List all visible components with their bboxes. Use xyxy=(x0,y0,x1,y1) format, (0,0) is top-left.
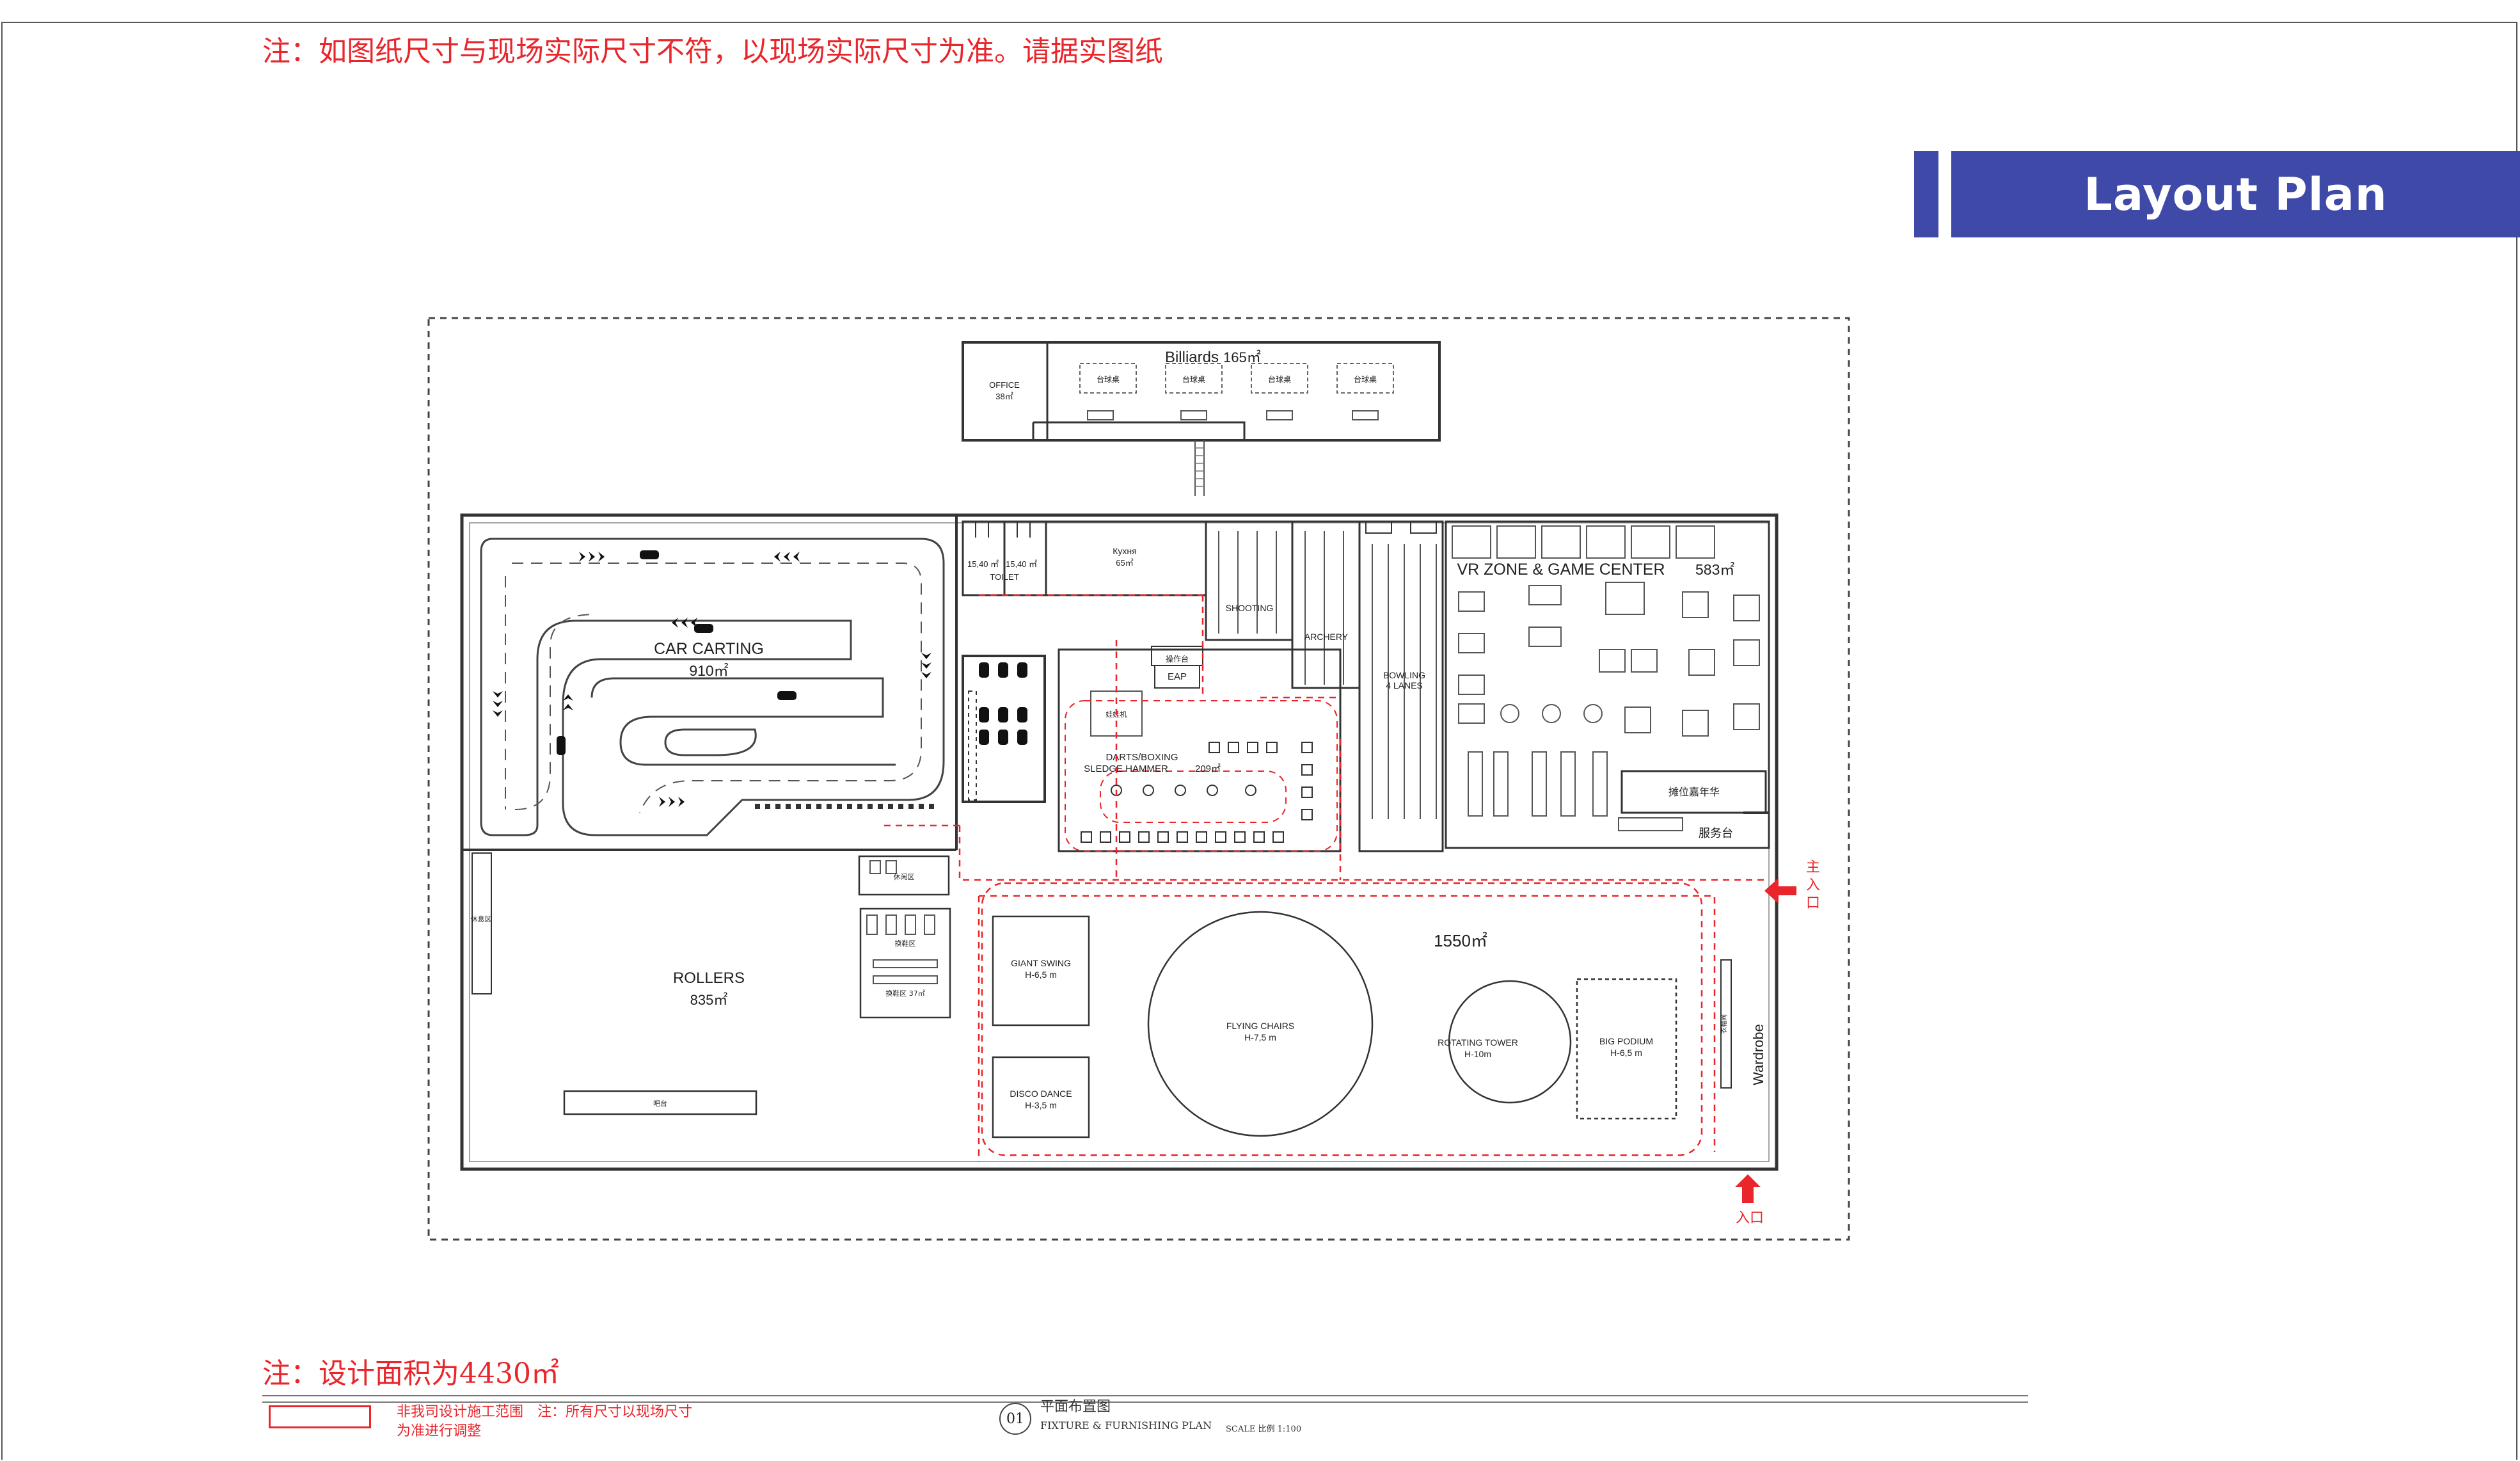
service-desk-label: 服务台 xyxy=(1699,827,1733,840)
side-entrance-arrow xyxy=(1735,1174,1761,1203)
sheet-number: 01 xyxy=(999,1403,1031,1435)
flying-chairs-height: H-7,5 m xyxy=(1244,1032,1276,1042)
bowling-label: BOWLING xyxy=(1383,670,1425,680)
toilet-area-left: 15,40 ㎡ xyxy=(967,559,999,569)
rollers-counter-label: 吧台 xyxy=(653,1099,667,1108)
amusement-rides xyxy=(992,911,1732,1138)
rollers-label: ROLLERS xyxy=(673,970,745,987)
car-carting-area: 910㎡ xyxy=(689,662,728,679)
car-carting-label: CAR CARTING xyxy=(654,640,764,658)
carnival-booths-label: 摊位嘉年华 xyxy=(1668,786,1720,798)
toilet-label: TOILET xyxy=(990,572,1018,582)
giant-swing-height: H-6,5 m xyxy=(1025,970,1057,980)
darts-boxing-zone xyxy=(1058,646,1342,852)
big-podium-height: H-6,5 m xyxy=(1610,1048,1642,1058)
dimension-disclaimer-note: 注：如图纸尺寸与现场实际尺寸不符，以现场实际尺寸为准。请据实图纸 xyxy=(262,35,1163,68)
out-of-scope-legend-text: 非我司设计施工范围 注：所有尺寸以现场尺寸为准进行调整 xyxy=(397,1404,693,1439)
wardrobe-label: Wardrobe xyxy=(1750,1024,1766,1085)
billiards-label: Billiards xyxy=(1165,349,1219,366)
title-accent-bar xyxy=(1914,151,1938,237)
wardrobe-small-label: 衣帽间 xyxy=(1720,1014,1728,1034)
billiards-area: 165㎡ xyxy=(1223,349,1261,365)
design-area-note: 注：设计面积为4430㎡ xyxy=(262,1357,559,1390)
billiard-table-label: 台球桌 xyxy=(1182,374,1205,384)
title-block-second-line xyxy=(262,1401,2028,1403)
giant-swing-label: GIANT SWING xyxy=(1011,958,1071,968)
shooting-archery-bowling xyxy=(1205,520,1444,852)
out-of-scope-legend-swatch xyxy=(269,1405,371,1428)
shoe-area-label: 换鞋区 xyxy=(895,939,916,948)
vr-zone-label: VR ZONE & GAME CENTER xyxy=(1457,561,1665,579)
site-boundary xyxy=(427,317,1850,1241)
kitchen-area: 65㎡ xyxy=(1116,558,1133,568)
operator-room-label: 操作台 xyxy=(1166,654,1189,664)
bowling-lanes: 4 LANES xyxy=(1386,680,1423,691)
billiard-table-label: 台球桌 xyxy=(1268,374,1291,384)
disco-dance-label: DISCO DANCE xyxy=(1010,1089,1072,1099)
rest-area-label: 休闲区 xyxy=(894,872,915,881)
darts-area: 209㎡ xyxy=(1195,763,1221,774)
amusement-area-label: 1550㎡ xyxy=(1434,931,1487,950)
layout-plan-title: Layout Plan xyxy=(1951,151,2520,237)
disco-dance-height: H-3,5 m xyxy=(1025,1100,1057,1110)
circulation-path xyxy=(883,594,1766,1162)
rollers-area: 835㎡ xyxy=(690,992,728,1008)
big-podium-label: BIG PODIUM xyxy=(1599,1036,1653,1046)
toilet-area-right: 15,40 ㎡ xyxy=(1006,559,1037,569)
darts-boxing-label: DARTS/BOXING xyxy=(1105,752,1178,763)
rotating-tower-height: H-10m xyxy=(1464,1049,1491,1059)
main-entrance-label: 主 xyxy=(1806,859,1820,875)
main-entrance-arrow xyxy=(1764,878,1796,904)
kart-garage xyxy=(962,655,1046,803)
shooting-label: SHOOTING xyxy=(1226,603,1274,613)
side-entrance-label: 入口 xyxy=(1736,1210,1764,1226)
office-label: OFFICE xyxy=(989,380,1020,390)
rollers-side-label: 休息区 xyxy=(471,914,492,923)
main-entrance-label: 入 xyxy=(1806,877,1820,893)
vr-zone xyxy=(1445,520,1770,849)
car-carting-track xyxy=(480,538,945,836)
sledge-hammer-label: SLEDGE HAMMER xyxy=(1084,763,1168,774)
title-block-top-line xyxy=(262,1395,2028,1396)
billiard-table-label: 台球桌 xyxy=(1354,374,1377,384)
eap-label: EAP xyxy=(1168,671,1187,682)
rental-area-label: 换鞋区 37㎡ xyxy=(885,989,925,998)
archery-label: ARCHERY xyxy=(1304,632,1349,642)
sheet-scale: SCALE 比例 1:100 xyxy=(1226,1425,1302,1434)
kitchen-label: Кухня xyxy=(1113,546,1136,556)
rollers-zone xyxy=(472,852,951,1115)
main-building-walls xyxy=(460,513,1779,1171)
billiards-block: 台球桌 台球桌 台球桌 台球桌 xyxy=(962,341,1441,496)
sheet-title-cn: 平面布置图 xyxy=(1040,1399,1111,1415)
main-entrance-label: 口 xyxy=(1806,895,1820,911)
toilet-kitchen-block xyxy=(962,520,1207,596)
sheet-title-en: FIXTURE & FURNISHING PLAN xyxy=(1040,1419,1212,1432)
rotating-tower-label: ROTATING TOWER xyxy=(1438,1037,1518,1048)
vr-zone-area: 583㎡ xyxy=(1695,561,1734,578)
office-area: 38㎡ xyxy=(995,392,1013,401)
billiard-table-label: 台球桌 xyxy=(1097,374,1120,384)
drawing-frame xyxy=(1,22,2517,1460)
flying-chairs-label: FLYING CHAIRS xyxy=(1226,1021,1294,1031)
